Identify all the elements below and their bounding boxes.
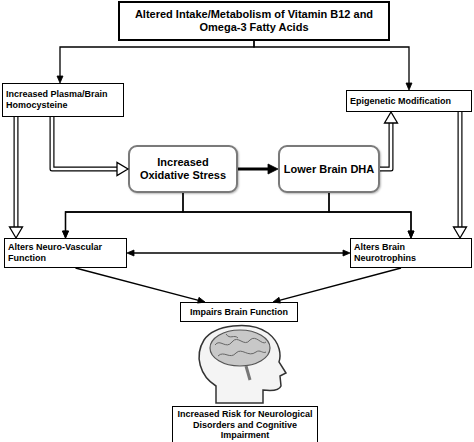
arrow-line xyxy=(60,41,254,77)
arrow-connector xyxy=(329,193,414,238)
arrow-head xyxy=(63,231,69,238)
hollow-arrow xyxy=(380,112,398,169)
effect-box: Alters Brain Neurotrophins xyxy=(350,238,472,268)
node-text: Lower Brain DHA xyxy=(284,163,374,176)
node-text: Epigenetic Modification xyxy=(350,96,451,107)
effect-box: Alters Neuro-Vascular Function xyxy=(4,238,127,268)
arrow-outline xyxy=(52,117,119,169)
arrow-head xyxy=(117,163,128,176)
arrow-inner xyxy=(15,117,18,229)
source-box: Altered Intake/Metabolism of Vitamin B12… xyxy=(118,1,390,41)
arrow-head xyxy=(127,250,134,256)
arrow-head xyxy=(197,297,205,303)
arrow-connector xyxy=(273,268,401,303)
arrow-head xyxy=(343,250,350,256)
process-box: Increased Plasma/Brain Homocysteine xyxy=(2,83,124,117)
arrow-line xyxy=(133,252,345,253)
arrow-inner xyxy=(459,112,462,229)
process-box: Epigenetic Modification xyxy=(346,90,472,112)
arrow-line xyxy=(66,193,330,232)
arrow-line xyxy=(278,268,401,301)
arrow-connector xyxy=(63,193,330,238)
arrow-outline xyxy=(14,117,19,229)
brain-stem xyxy=(246,366,250,380)
arrow-outline xyxy=(380,121,391,169)
arrow-head xyxy=(408,231,414,238)
node-text: Impairs Brain Function xyxy=(190,307,288,318)
arrow-line xyxy=(254,41,409,84)
arrow-line xyxy=(329,193,411,232)
arrow-head xyxy=(408,231,414,238)
process-box-rounded: Increased Oxidative Stress xyxy=(128,145,238,193)
arrow-connector xyxy=(63,193,184,238)
arrow-outline xyxy=(458,112,463,229)
outcome-box: Increased Risk for Neurological Disorder… xyxy=(172,406,318,442)
arrow-head xyxy=(63,231,69,238)
arrow-line xyxy=(76,268,200,301)
arrow-connector xyxy=(76,268,206,303)
effect-box: Impairs Brain Function xyxy=(180,302,298,322)
arrow-inner xyxy=(380,121,391,169)
arrow-head xyxy=(268,164,278,174)
arrow-head xyxy=(10,227,23,238)
hollow-arrow xyxy=(52,117,128,176)
brain-folds xyxy=(215,334,266,356)
head-outline xyxy=(199,326,286,403)
node-text: Increased Plasma/Brain Homocysteine xyxy=(6,89,120,110)
node-text: Increased Risk for Neurological Disorder… xyxy=(176,409,314,441)
hollow-arrow xyxy=(10,117,23,238)
arrow-connector xyxy=(254,41,412,90)
node-text: Altered Intake/Metabolism of Vitamin B12… xyxy=(123,8,385,34)
arrow-line xyxy=(66,193,184,232)
arrow-inner xyxy=(52,117,119,169)
node-text: Increased Oxidative Stress xyxy=(133,156,233,182)
arrow-head xyxy=(273,297,281,303)
arrow-connector xyxy=(57,41,254,83)
arrow-line xyxy=(183,193,411,232)
arrow-head xyxy=(454,227,467,238)
arrow-head xyxy=(385,112,398,123)
arrow-head xyxy=(57,76,63,83)
arrow-line xyxy=(238,168,270,171)
process-box-rounded: Lower Brain DHA xyxy=(278,145,380,193)
arrow-head xyxy=(406,83,412,90)
hollow-arrow xyxy=(454,112,467,238)
node-text: Alters Neuro-Vascular Function xyxy=(8,242,123,263)
arrow-connector xyxy=(238,164,278,174)
arrow-connector xyxy=(127,250,350,256)
brain-shape xyxy=(210,330,270,366)
node-text: Alters Brain Neurotrophins xyxy=(354,242,468,263)
arrow-connector xyxy=(183,193,414,238)
